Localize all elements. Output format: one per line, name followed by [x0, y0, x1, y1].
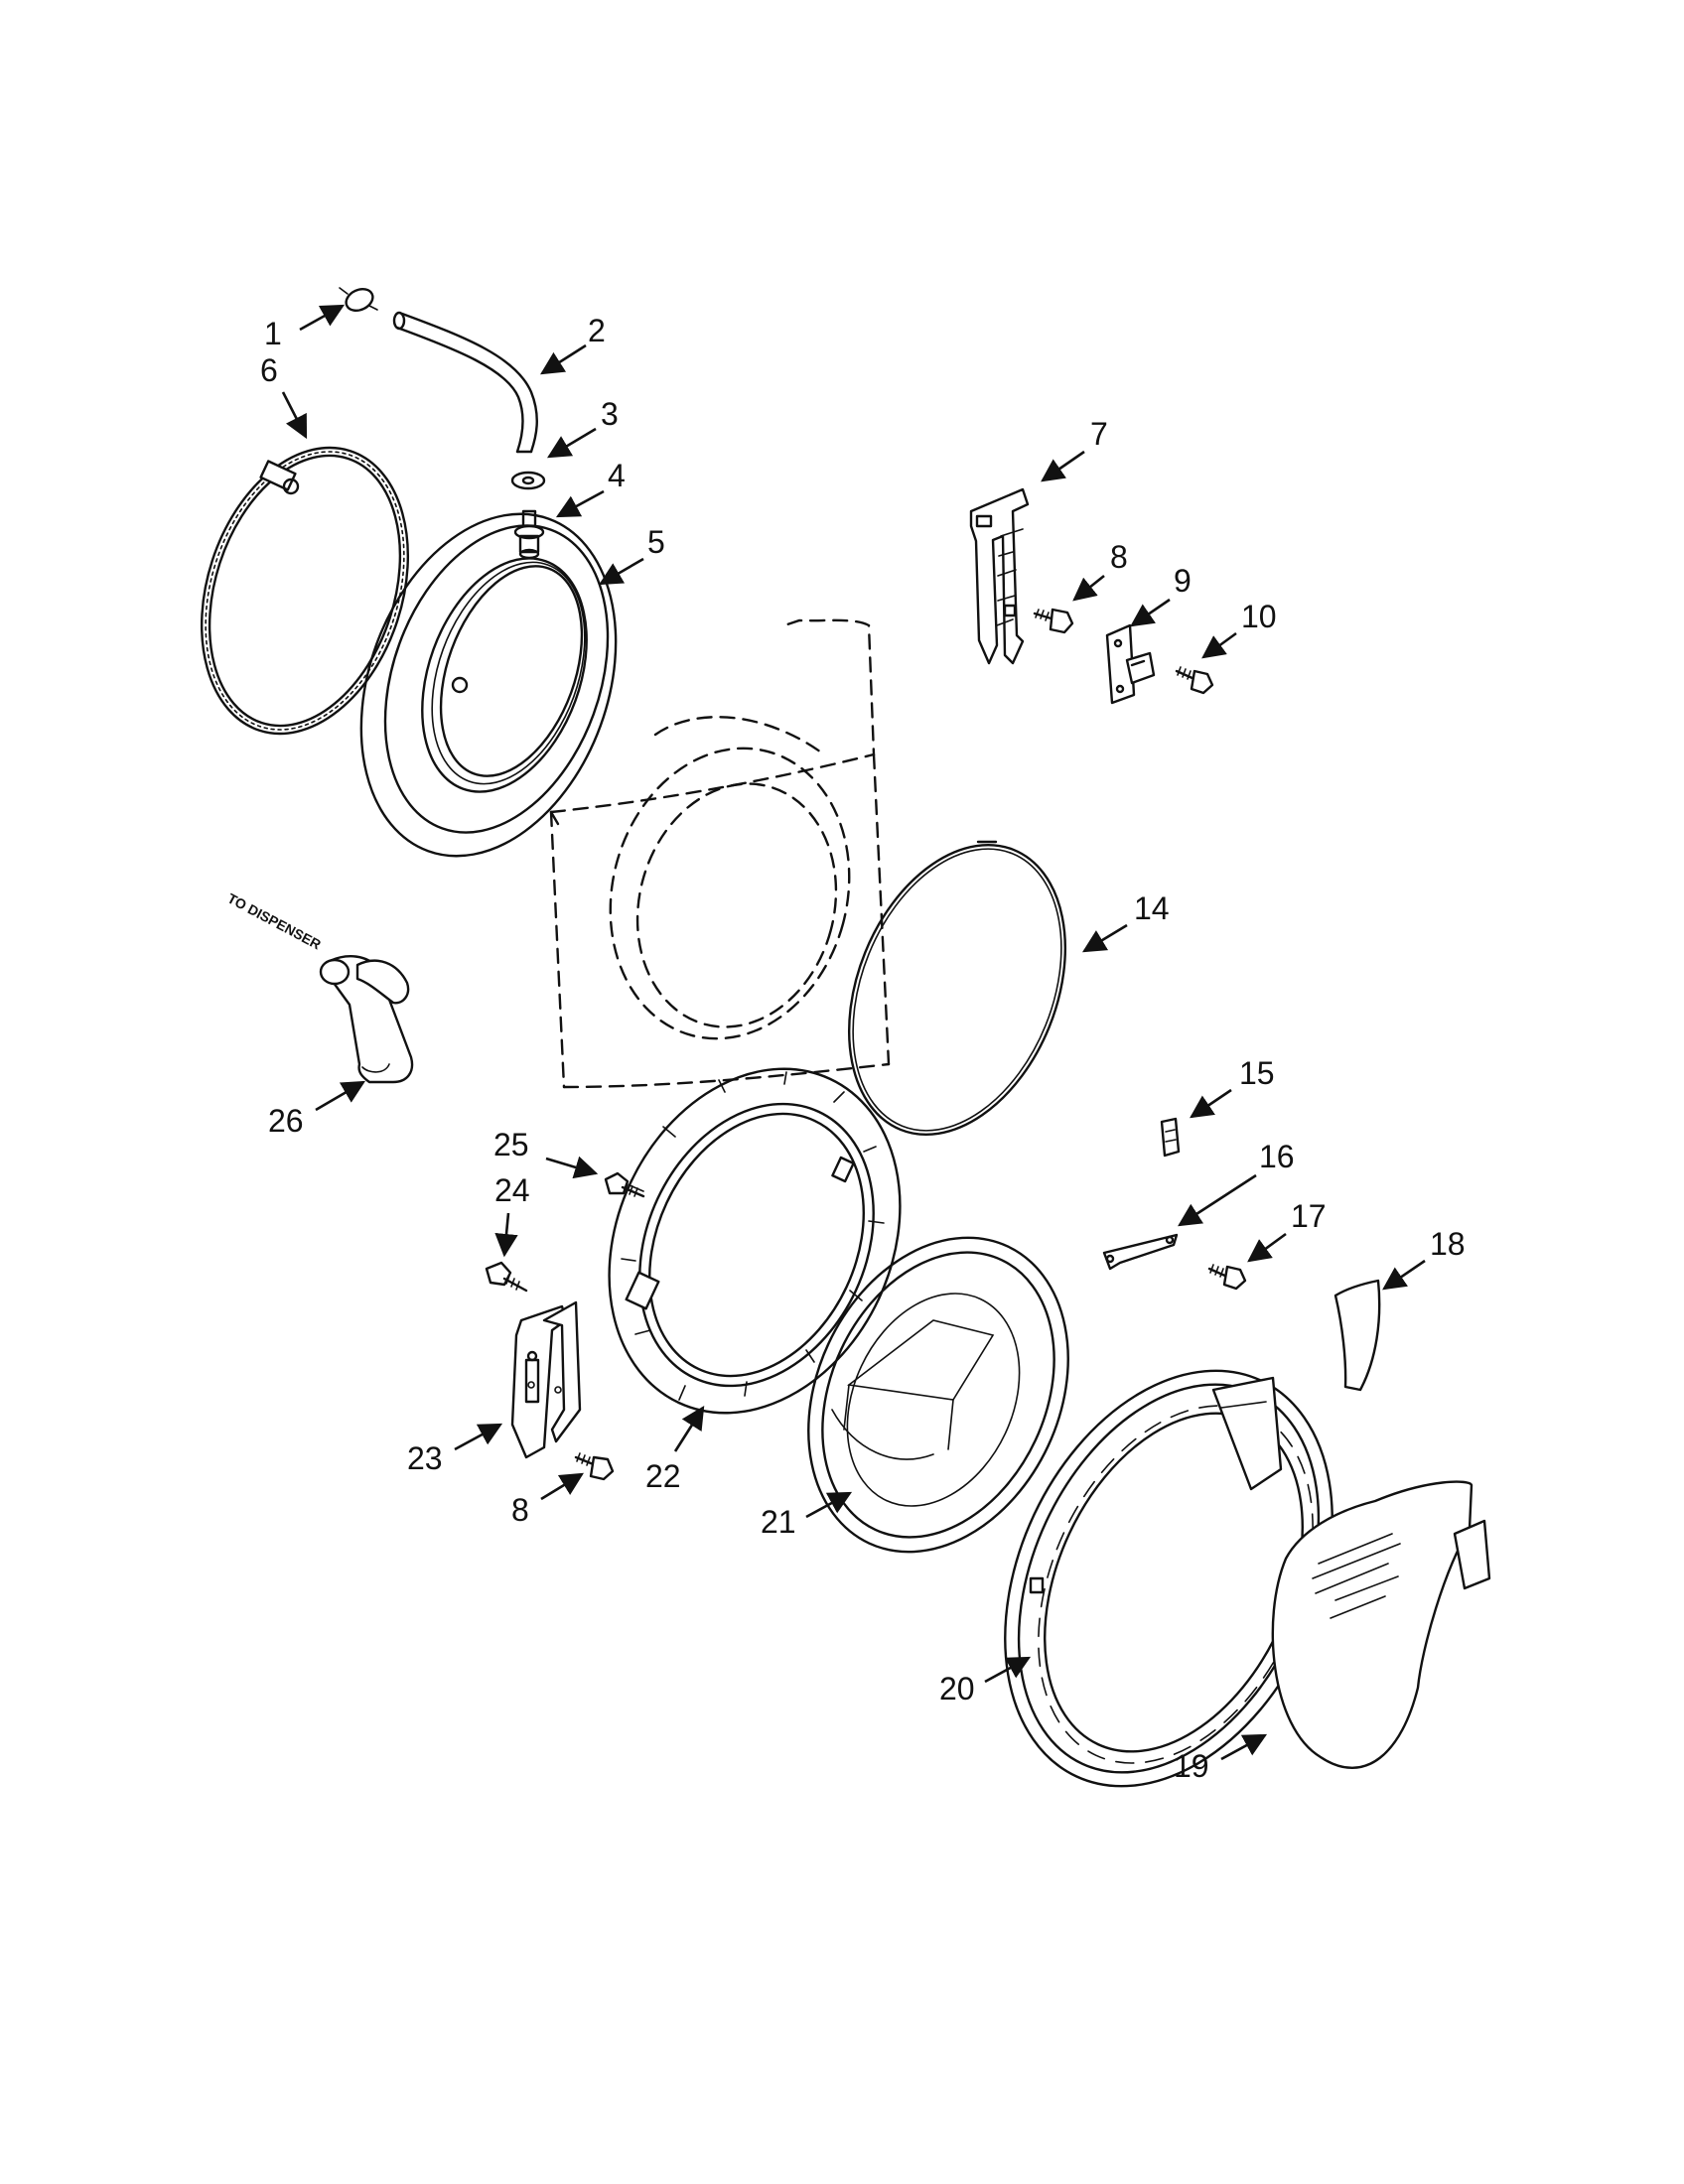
callout-label-15: 15 — [1239, 1055, 1275, 1091]
callout-label-22: 22 — [645, 1458, 681, 1494]
callout-label-19: 19 — [1174, 1748, 1209, 1784]
part-21-door-glass — [807, 1236, 1069, 1554]
part-8-screw-upper — [1033, 608, 1074, 634]
callout-17: 17 — [1247, 1198, 1327, 1263]
part-1-hose-clamp — [339, 287, 378, 313]
part-4-fitting — [513, 509, 545, 560]
part-26-dispenser-hose — [319, 955, 414, 1084]
callout-21: 21 — [761, 1491, 853, 1540]
callout-14: 14 — [1081, 890, 1170, 953]
part-8-screw-lower — [574, 1452, 615, 1481]
callout-label-6: 6 — [260, 352, 278, 388]
part-10-screw — [1175, 666, 1214, 695]
part-2-hose — [392, 311, 538, 454]
callout-25: 25 — [493, 1127, 599, 1179]
callout-8-upper: 8 — [1072, 539, 1128, 602]
callout-label-3: 3 — [601, 396, 619, 432]
callout-label-2: 2 — [588, 313, 606, 348]
part-9-strike — [1105, 623, 1156, 705]
callout-label-5: 5 — [647, 524, 665, 560]
callout-label-21: 21 — [761, 1504, 796, 1540]
callout-9: 9 — [1130, 563, 1192, 627]
callout-15: 15 — [1190, 1055, 1275, 1119]
callout-18: 18 — [1382, 1226, 1466, 1291]
part-16-latch — [1102, 1233, 1179, 1271]
part-25-screw — [604, 1171, 645, 1198]
part-15-clip — [1160, 1117, 1181, 1158]
callout-label-25: 25 — [493, 1127, 529, 1162]
part-23-hinge — [510, 1300, 582, 1459]
callout-label-18: 18 — [1430, 1226, 1466, 1262]
callout-label-23: 23 — [407, 1440, 443, 1476]
part-14-seal — [847, 840, 1067, 1137]
part-18-handle-cover — [1333, 1279, 1381, 1392]
callout-26: 26 — [268, 1080, 366, 1139]
callout-16: 16 — [1178, 1139, 1295, 1227]
callout-10: 10 — [1201, 599, 1277, 659]
callout-19: 19 — [1174, 1733, 1268, 1784]
callout-3: 3 — [546, 396, 619, 459]
callout-5: 5 — [598, 524, 665, 586]
callout-23: 23 — [407, 1423, 503, 1476]
to-dispenser-note: TO DISPENSER — [225, 890, 324, 953]
callout-label-14: 14 — [1134, 890, 1170, 926]
callout-6: 6 — [260, 352, 308, 440]
callout-22: 22 — [645, 1406, 705, 1494]
part-24-screw — [485, 1261, 528, 1293]
callout-label-17: 17 — [1291, 1198, 1327, 1234]
part-7-lock-bracket — [969, 487, 1030, 665]
callout-label-24: 24 — [494, 1172, 530, 1208]
callout-20: 20 — [939, 1656, 1032, 1706]
callout-label-10: 10 — [1241, 599, 1277, 634]
callout-label-8-lower: 8 — [511, 1492, 529, 1528]
callout-label-1: 1 — [264, 316, 282, 351]
part-6-boot-clamp — [200, 446, 410, 736]
callout-label-20: 20 — [939, 1671, 975, 1706]
part-19-outer-door — [1271, 1480, 1491, 1769]
callout-label-4: 4 — [608, 458, 626, 493]
callout-label-8-upper: 8 — [1110, 539, 1128, 575]
part-17-screw — [1207, 1264, 1247, 1291]
part-22-inner-door-frame — [608, 1067, 902, 1415]
callout-label-26: 26 — [268, 1103, 304, 1139]
part-3-washer — [510, 471, 546, 490]
callout-label-9: 9 — [1174, 563, 1192, 599]
callout-2: 2 — [540, 313, 606, 375]
callout-8-lower: 8 — [511, 1472, 584, 1528]
callout-label-7: 7 — [1090, 416, 1108, 452]
callout-1: 1 — [264, 304, 346, 351]
callout-label-16: 16 — [1259, 1139, 1295, 1174]
callout-4: 4 — [555, 458, 626, 518]
callout-24: 24 — [494, 1172, 530, 1258]
part-5-door-boot — [359, 512, 618, 858]
callout-7: 7 — [1041, 416, 1108, 482]
front-panel-reference — [549, 618, 891, 1089]
